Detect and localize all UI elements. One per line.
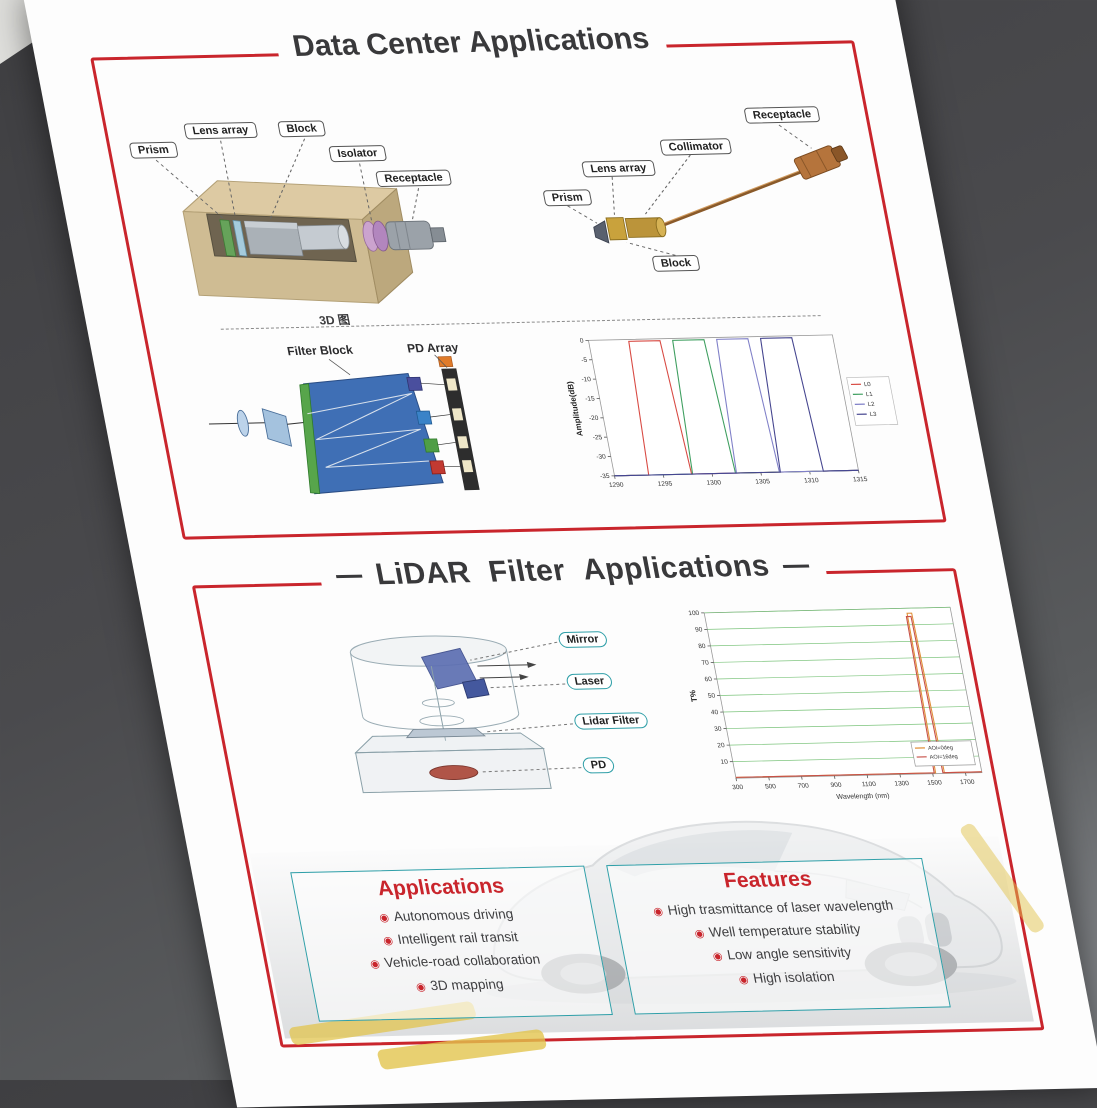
svg-text:Amplitude(dB): Amplitude(dB) [565,381,585,436]
list-item-text: Low angle sensitivity [726,945,853,963]
brochure-page: Data Center Applications [23,0,1097,1108]
callout-laser: Laser [565,673,613,690]
svg-text:-20: -20 [588,415,599,422]
svg-text:1300: 1300 [706,479,722,486]
datacenter-title: Data Center Applications [274,22,668,65]
tosa-3d-render [109,106,468,317]
svg-text:1310: 1310 [804,477,820,484]
target-bullet-icon: ◉ [378,912,390,924]
svg-text:Wavelength (nm): Wavelength (nm) [836,793,890,801]
callout-collimator: Collimator [659,138,732,156]
list-item-text: High isolation [752,969,836,986]
callout-receptacle-2: Receptacle [743,106,820,124]
svg-text:AOI=0deg: AOI=0deg [928,745,954,751]
list-item-text: Autonomous driving [392,906,514,924]
svg-text:30: 30 [714,726,723,733]
svg-text:1100: 1100 [861,781,877,788]
callout-receptacle: Receptacle [375,170,452,188]
svg-text:900: 900 [830,782,843,789]
title-dash-right [783,564,810,568]
target-bullet-icon: ◉ [694,928,706,940]
svg-text:-30: -30 [596,454,607,461]
svg-text:90: 90 [695,627,704,634]
svg-text:80: 80 [698,643,707,650]
callout-block: Block [277,120,326,137]
coaxial-3d-render [474,99,897,307]
target-bullet-icon: ◉ [369,959,381,971]
svg-text:50: 50 [707,693,716,700]
callout-block-2: Block [651,255,700,272]
svg-text:1300: 1300 [894,780,910,787]
filter-block-schematic: Filter Block PD Array [194,340,527,516]
svg-text:100: 100 [688,610,701,617]
svg-text:AOI=16deg: AOI=16deg [929,754,958,761]
target-bullet-icon: ◉ [712,951,724,963]
svg-text:-35: -35 [600,473,611,480]
features-box: Features ◉High trasmittance of laser wav… [606,858,951,1015]
list-item-text: Vehicle-road collaboration [383,952,541,970]
svg-text:-15: -15 [585,396,596,403]
callout-lens-array-2: Lens array [581,160,656,178]
svg-text:-5: -5 [581,357,588,364]
lidar-title-text: LiDAR Filter Applications [373,549,772,592]
target-bullet-icon: ◉ [382,935,394,947]
svg-text:60: 60 [704,676,713,683]
svg-text:500: 500 [765,783,778,790]
list-item-text: 3D mapping [429,976,505,993]
svg-text:300: 300 [732,784,745,791]
list-item-text: Well temperature stability [708,922,862,940]
callout-lidar-filter: Lidar Filter [573,712,649,730]
svg-text:-25: -25 [592,434,603,441]
target-bullet-icon: ◉ [652,906,664,918]
applications-box: Applications ◉Autonomous driving ◉Intell… [290,866,613,1022]
filter-block-label: Filter Block [286,343,354,358]
list-item-text: High trasmittance of laser wavelength [666,898,894,918]
list-item-text: Intelligent rail transit [396,929,519,947]
target-bullet-icon: ◉ [415,981,427,993]
svg-text:1305: 1305 [755,478,771,485]
lidar-title: LiDAR Filter Applications [317,548,828,593]
filter-block-drawing [194,340,527,516]
lidar-assembly-diagram: Mirror Laser Lidar Filter PD [323,618,670,819]
svg-text:1315: 1315 [852,476,868,483]
svg-text:70: 70 [701,660,710,667]
callout-mirror: Mirror [557,631,608,648]
callout-isolator: Isolator [328,145,387,162]
tosa-caption: 3D 图 [273,310,396,330]
pd-array-label: PD Array [406,340,460,355]
svg-text:1290: 1290 [608,482,624,489]
target-bullet-icon: ◉ [738,974,750,986]
svg-text:1295: 1295 [657,481,673,488]
svg-text:1500: 1500 [927,780,943,787]
svg-text:40: 40 [710,709,719,716]
svg-text:20: 20 [717,742,726,749]
lidar-transmission-chart: 10 20 30 40 50 60 70 80 90 100 300 500 700 900 1100 130… [669,599,997,805]
datacenter-title-text: Data Center Applications [290,22,652,64]
callout-lens-array: Lens array [183,122,258,140]
svg-text:1700: 1700 [959,779,975,786]
datacenter-section: Data Center Applications [90,40,947,539]
svg-text:700: 700 [797,783,810,790]
lidar-section: LiDAR Filter Applications [192,568,1045,1047]
datacenter-filter-chart: 0 -5 -10 -15 -20 -25 -30 -35 1290 1295 1300 1305 131… [553,326,916,503]
tosa-3d-diagram: Prism Lens array Block Isolator Receptac… [109,106,468,317]
svg-text:-10: -10 [581,376,592,383]
title-dash-left [336,574,363,578]
callout-pd: PD [581,757,615,774]
svg-text:0: 0 [579,338,584,345]
callout-prism-2: Prism [542,189,592,206]
coaxial-3d-diagram: Receptacle Collimator Lens array Prism B… [474,99,897,307]
callout-prism: Prism [129,142,179,159]
svg-text:10: 10 [720,759,729,766]
applications-title: Applications [293,873,590,904]
features-title: Features [608,865,927,896]
svg-text:T%: T% [688,690,699,702]
